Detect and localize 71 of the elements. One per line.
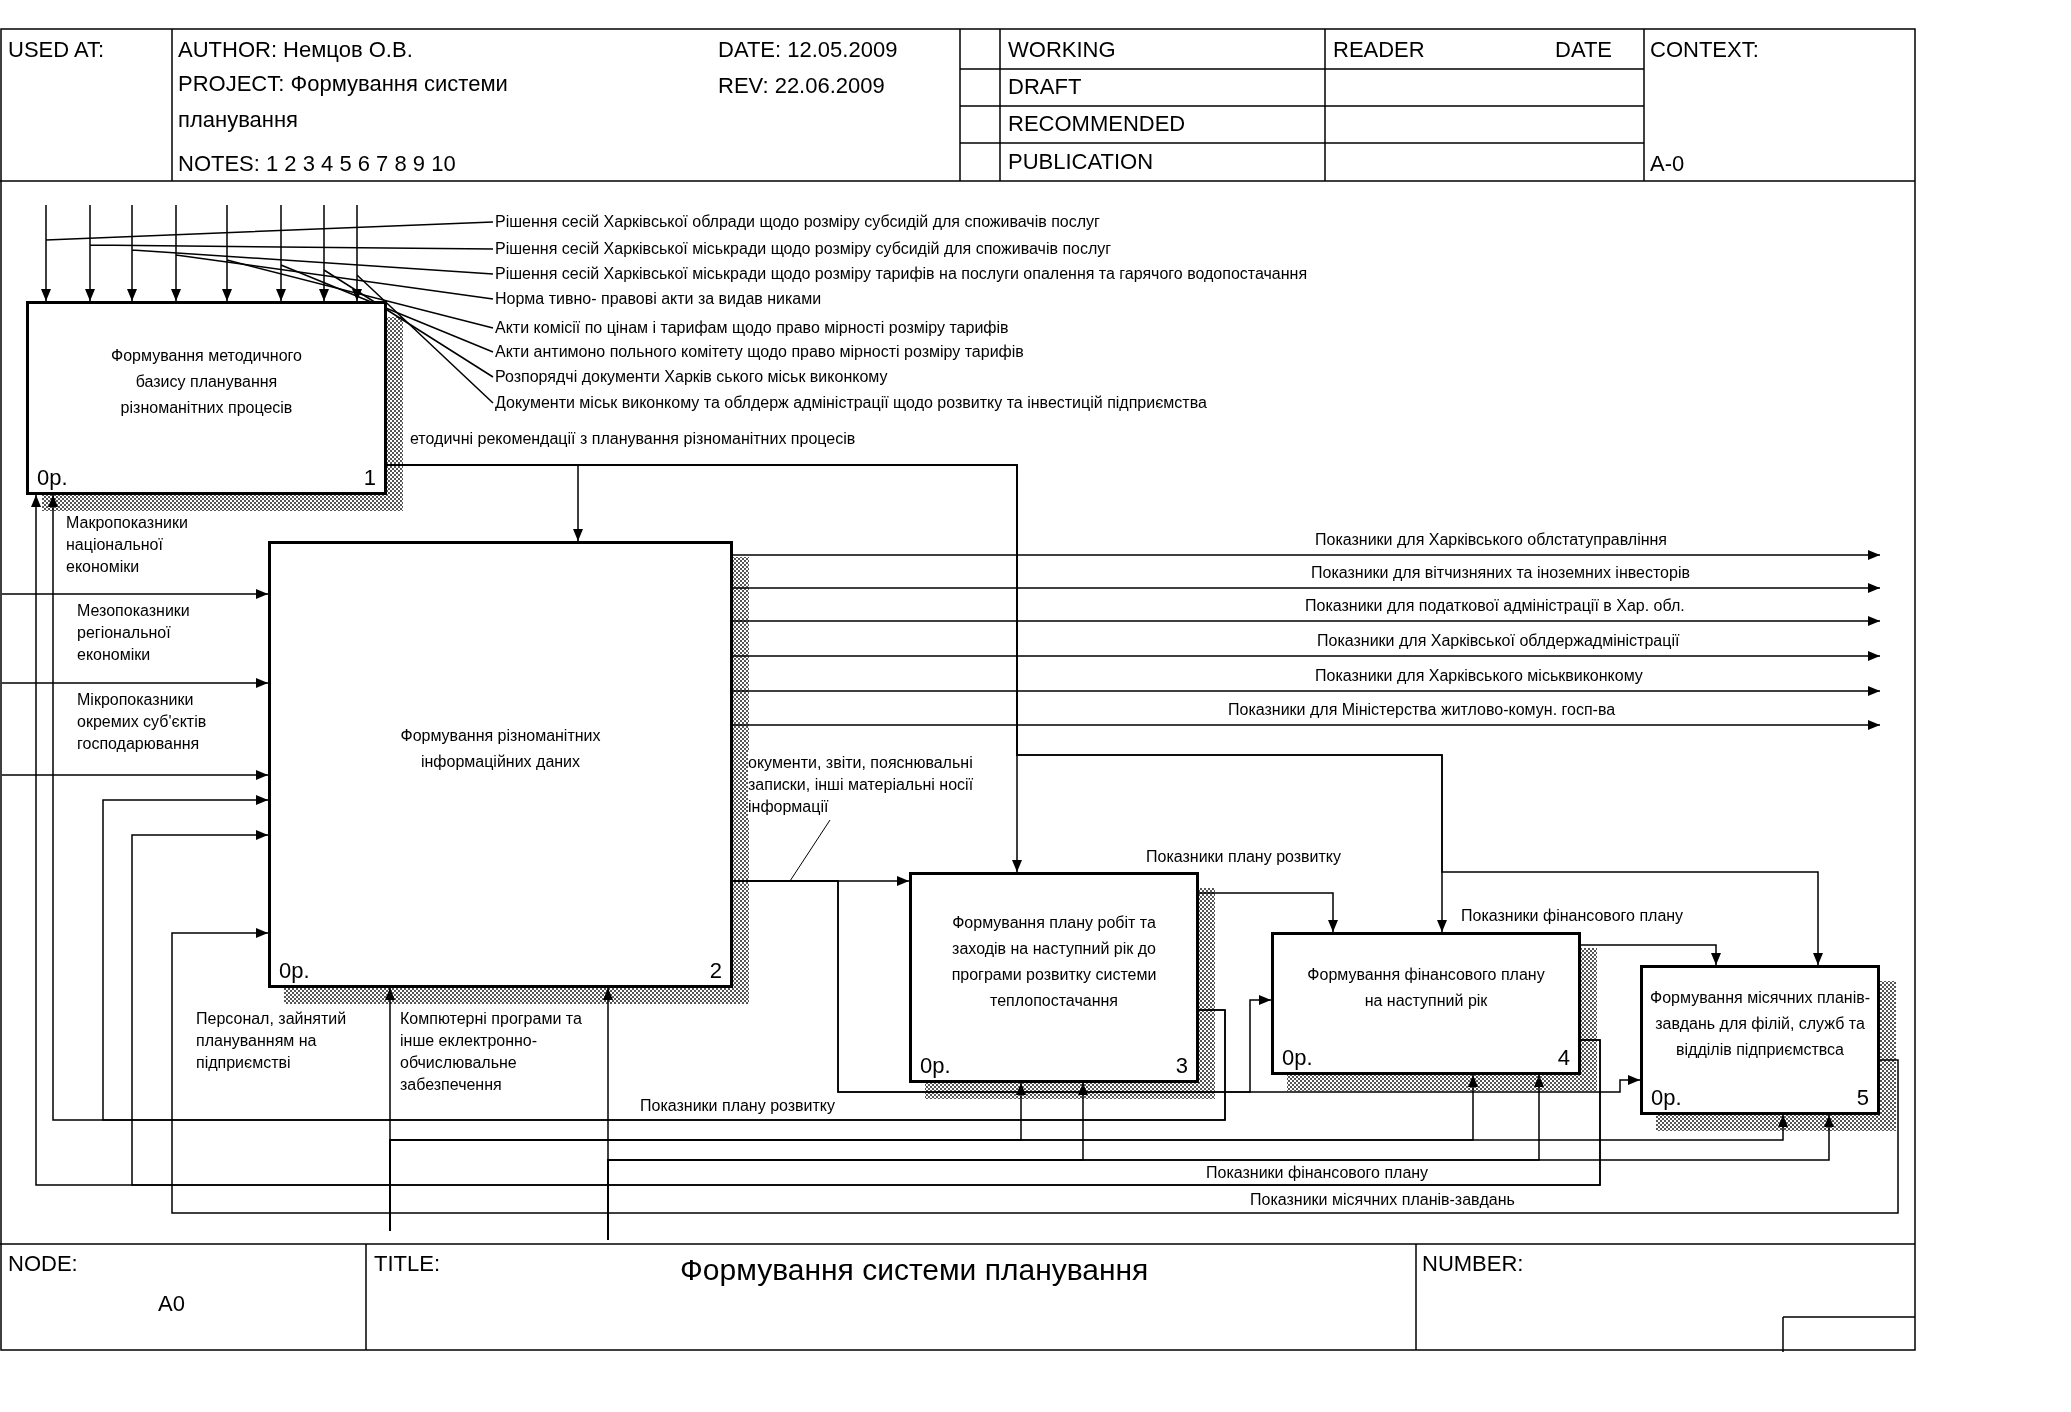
arrow-label: Акти антимоно польного комітету щодо право мірності розміру тарифів	[495, 341, 1024, 363]
arrow	[1, 678, 269, 688]
arrow-label: Показники для Харківського облстатуправління	[1315, 529, 1668, 551]
activity-box	[26, 301, 387, 495]
arrow	[732, 720, 1881, 730]
form-field-text: CONTEXT:	[1650, 36, 1760, 64]
arrow	[732, 880, 1641, 1093]
arrow-label: Рішення сесій Харківської міськради щодо розміру тарифів на послуги опалення та гарячого водопостачання	[495, 263, 1308, 285]
form-field-text: READER	[1333, 36, 1426, 64]
arrow	[732, 616, 1881, 626]
arrow	[222, 204, 494, 329]
arrow-label: Акти комісії по цінам і тарифам щодо право мірності розміру тарифів	[495, 317, 1009, 339]
form-field-text: NOTES: 1 2 3 4 5 6 7 8 9 10	[178, 150, 457, 178]
activity-number: 2	[709, 957, 722, 985]
cost-label: 0р.	[920, 1052, 951, 1080]
form-field-text: REV: 22.06.2009	[718, 72, 886, 100]
activity-name: Формування місячних планів-завдань для філій, служб та відділів підприємствса	[1649, 988, 1871, 1060]
arrow	[1580, 944, 1721, 966]
activity-number: 1	[363, 464, 376, 492]
form-field-text: A-0	[1650, 150, 1686, 178]
activity-box	[1640, 965, 1880, 1115]
arrow	[131, 830, 1601, 1186]
activity-number: 3	[1175, 1052, 1188, 1080]
cost-label: 0р.	[37, 464, 68, 492]
activity-box	[909, 872, 1199, 1083]
arrow	[1, 589, 269, 599]
arrow-label: Показники фінансового плану	[1461, 905, 1684, 927]
form-field-text: NUMBER:	[1422, 1250, 1525, 1278]
form-field-text: USED AT:	[8, 36, 106, 64]
form-field-text: RECOMMENDED	[1008, 110, 1187, 138]
form-field-text: DATE	[1555, 36, 1614, 64]
arrow	[1, 770, 269, 780]
activity-number: 5	[1856, 1084, 1869, 1112]
cost-label: 0р.	[279, 957, 310, 985]
arrow	[732, 686, 1881, 696]
arrow-label: Рішення сесій Харківської облради щодо розміру субсидій для споживачів послуг	[495, 211, 1100, 233]
activity-box	[1271, 932, 1581, 1075]
arrow-label: Показники фінансового плану	[1206, 1162, 1429, 1184]
arrow	[732, 651, 1881, 661]
cost-label: 0р.	[1651, 1084, 1682, 1112]
arrow	[1198, 892, 1338, 933]
arrow	[171, 928, 1899, 1214]
arrow	[102, 795, 1226, 1121]
arrow	[732, 583, 1881, 593]
cost-label: 0р.	[1282, 1044, 1313, 1072]
arrow-label: Рішення сесій Харківської міськради щодо розміру субсидій для споживачів послуг	[495, 238, 1112, 260]
form-field-text: A0	[158, 1290, 186, 1318]
arrow-label: Показники для Харківської облдержадміністрації	[1317, 630, 1680, 652]
form-field-text: DATE: 12.05.2009	[718, 36, 899, 64]
activity-box	[268, 541, 733, 988]
form-field-text: AUTHOR: Немцов О.В.	[178, 36, 414, 64]
activity-name: Формування різноманітних інформаційних даних	[399, 725, 602, 772]
arrow	[607, 1114, 1834, 1241]
form-field-text: PROJECT: Формування системи планування	[178, 70, 509, 134]
arrow	[352, 204, 494, 404]
arrow	[389, 1114, 1788, 1232]
form-field-text: NODE:	[8, 1250, 79, 1278]
activity-name: Формування плану робіт та заходів на наступний рік до програми розвитку системи теплопостачання	[950, 912, 1158, 1011]
arrow	[276, 204, 494, 353]
arrow	[732, 550, 1881, 560]
form-field-text: TITLE:	[374, 1250, 441, 1278]
activity-name: Формування методичного базису планування різноманітних процесів	[110, 346, 303, 418]
form-field-text: DRAFT	[1008, 73, 1083, 101]
form-field-text: PUBLICATION	[1008, 148, 1155, 176]
arrow-label: Документи міськ виконкому та облдерж адміністрації щодо розвитку та інвестицій підприємства	[495, 392, 1207, 414]
activity-number: 4	[1557, 1044, 1570, 1072]
diagram-title: Формування системи планування	[680, 1252, 1149, 1288]
arrow-label: Показники для податкової адміністрації в Хар. обл.	[1305, 595, 1685, 617]
activity-name: Формування фінансового плану на наступний рік	[1306, 964, 1546, 1011]
form-field-text: WORKING	[1008, 36, 1117, 64]
arrow	[319, 204, 494, 378]
